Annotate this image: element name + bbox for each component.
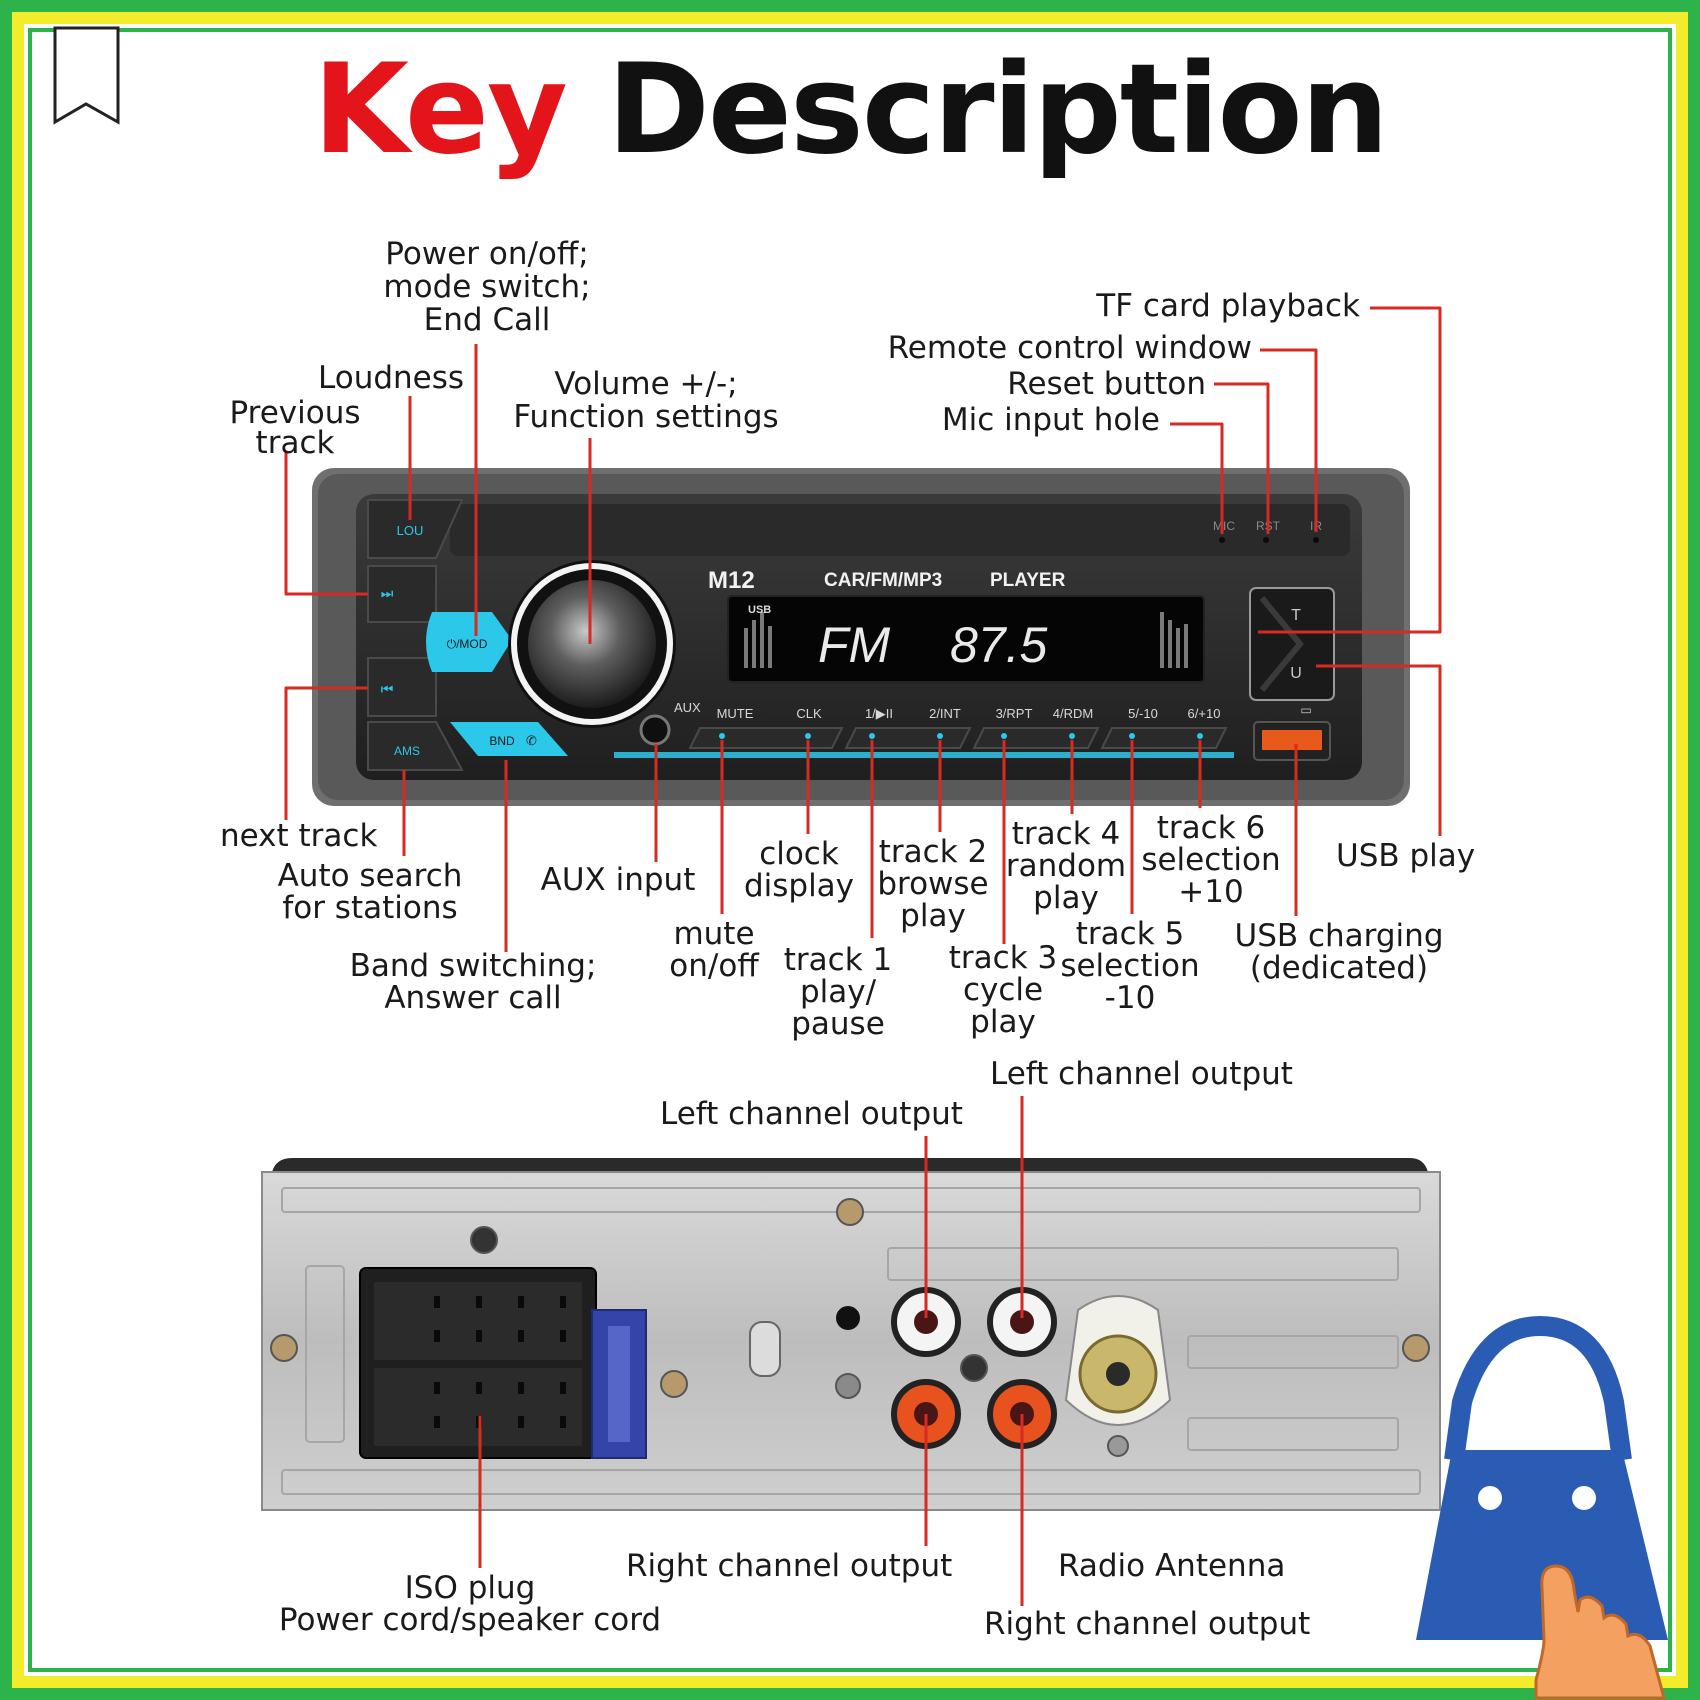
label-right-out-upper: Right channel output: [626, 1548, 953, 1584]
bookmark-icon: [53, 26, 120, 125]
label-radio-antenna: Radio Antenna: [1058, 1548, 1286, 1584]
model-text: M12: [708, 567, 755, 594]
label-mic: Mic input hole: [941, 402, 1160, 438]
lou-button[interactable]: LOU: [397, 523, 424, 538]
leader-next: [284, 686, 368, 820]
title-key: Key: [312, 38, 568, 182]
button-6[interactable]: 6/+10: [1188, 706, 1221, 721]
label-volume: Volume +/-; Function settings: [513, 366, 779, 435]
leader-previous: [284, 452, 368, 596]
display-band: FM: [818, 617, 891, 673]
label-iso-plug: ISO plug Power cord/speaker cord: [278, 1570, 662, 1638]
mod-button[interactable]: ⏻/MOD: [447, 637, 488, 651]
label-mute: mute on/off: [669, 916, 759, 984]
label-track2: track 2 browse play: [877, 834, 989, 934]
label-reset: Reset button: [1007, 366, 1206, 402]
label-usb-charging: USB charging (dedicated): [1234, 918, 1444, 986]
label-track1: track 1 play/ pause: [783, 942, 893, 1042]
hand-pointer-icon: [1534, 1564, 1666, 1700]
label-track3: track 3 cycle play: [948, 940, 1058, 1040]
bnd-button[interactable]: BND: [489, 734, 515, 748]
label-aux: AUX input: [540, 862, 696, 898]
label-right-out-lower: Right channel output: [984, 1606, 1311, 1642]
display-source: USB: [748, 604, 771, 616]
button-4[interactable]: 4/RDM: [1053, 706, 1093, 721]
label-next: next track: [220, 818, 378, 854]
label-previous: Previous track: [229, 395, 361, 461]
label-clock: clock display: [743, 836, 855, 904]
label-tf-card: TF card playback: [1096, 288, 1360, 324]
aux-label: AUX: [674, 700, 701, 715]
subtitle-text: CAR/FM/MP3: [824, 570, 942, 591]
screw-icon: [270, 1198, 1430, 1457]
button-3[interactable]: 3/RPT: [996, 706, 1033, 721]
label-usb-play: USB play: [1336, 838, 1476, 874]
prev-track-icon[interactable]: ⏮: [381, 681, 394, 697]
label-track5: track 5 selection -10: [1060, 916, 1200, 1016]
leader-tf-card: [1258, 306, 1442, 634]
ams-button[interactable]: AMS: [394, 744, 420, 758]
mic-label: MIC: [1213, 519, 1235, 533]
clk-button[interactable]: CLK: [796, 706, 822, 721]
display-frequency: 87.5: [950, 617, 1048, 673]
label-auto-search: Auto search for stations: [277, 858, 463, 926]
t-label: T: [1291, 607, 1301, 624]
label-power: Power on/off; mode switch; End Call: [383, 236, 591, 338]
label-track6: track 6 selection +10: [1141, 810, 1281, 910]
label-left-out-lower: Left channel output: [660, 1096, 963, 1132]
button-1[interactable]: 1/▶II: [865, 706, 893, 721]
title-description: Description: [607, 38, 1389, 182]
mute-button[interactable]: MUTE: [717, 706, 754, 721]
leader-usb-play: [1316, 664, 1442, 836]
radio-front-labels: LOU ⏭ ⏮ AMS ⏻/MOD BND ✆ M12 CAR/FM/MP3 P…: [381, 519, 1323, 758]
next-track-icon[interactable]: ⏭: [381, 585, 394, 601]
player-text: PLAYER: [990, 570, 1066, 591]
phone-icon: ✆: [526, 733, 537, 748]
leader-mic: [1170, 422, 1224, 534]
battery-icon: ▭: [1300, 703, 1311, 717]
page-title: Key Description: [0, 48, 1700, 172]
label-remote: Remote control window: [887, 330, 1252, 366]
leader-reset: [1214, 382, 1270, 534]
label-band: Band switching; Answer call: [349, 948, 597, 1016]
leader-remote: [1260, 348, 1318, 532]
u-label: U: [1290, 665, 1302, 682]
label-left-out-upper: Left channel output: [990, 1056, 1293, 1092]
button-5[interactable]: 5/-10: [1128, 706, 1158, 721]
label-track4: track 4 random play: [1005, 816, 1127, 916]
label-loudness: Loudness: [318, 360, 465, 396]
button-2[interactable]: 2/INT: [929, 706, 961, 721]
shopping-bag-icon: [1416, 1315, 1668, 1640]
leader-lines: [284, 306, 1442, 1606]
radio-back-panel: [261, 1158, 1441, 1511]
